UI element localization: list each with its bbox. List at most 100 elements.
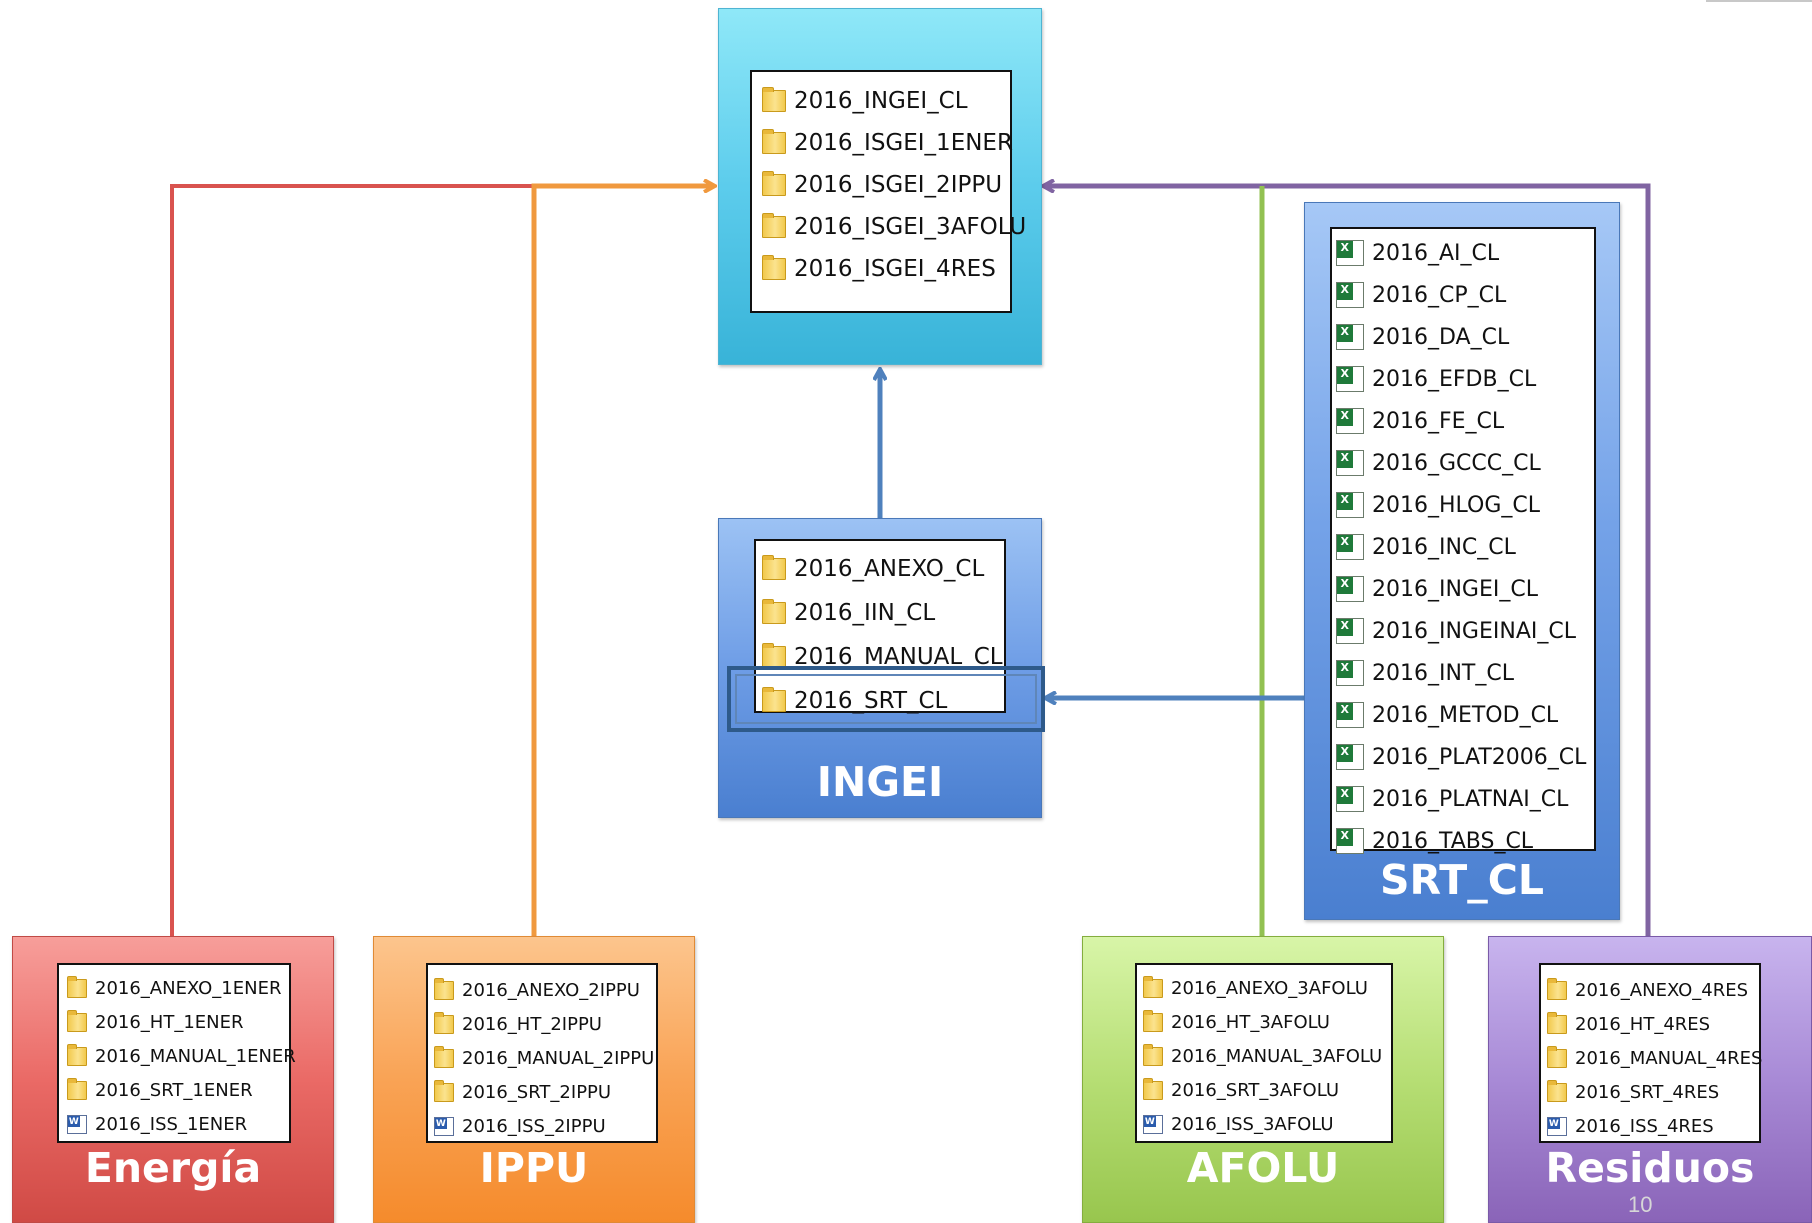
srt-file-item[interactable]: 2016_TABS_CL	[1336, 820, 1594, 862]
folder-icon	[67, 1009, 87, 1032]
folder-icon	[1547, 1045, 1567, 1068]
ippu-connector	[531, 186, 714, 936]
residuos-file-label: 2016_ANEXO_4RES	[1575, 979, 1749, 1001]
afolu-file-item[interactable]: 2016_ANEXO_3AFOLU	[1143, 971, 1391, 1005]
residuos-connector	[1044, 186, 1651, 936]
afolu-file-panel: 2016_ANEXO_3AFOLU 2016_HT_3AFOLU 2016_MANU…	[1135, 963, 1393, 1143]
residuos-file-item[interactable]: 2016_HT_4RES	[1547, 1007, 1759, 1041]
energia-file-item[interactable]: 2016_MANUAL_1ENER	[67, 1039, 296, 1073]
afolu-file-label: 2016_ISS_3AFOLU	[1171, 1113, 1334, 1135]
srt-file-panel: 2016_AI_CL 2016_CP_CL 2016_DA_CL 2016_EFDB_…	[1330, 227, 1596, 854]
folder-icon	[434, 1079, 454, 1102]
top-file-item[interactable]: 2016_ISGEI_1ENER	[762, 122, 1013, 164]
top-file-item[interactable]: 2016_INGEI_CL	[762, 80, 1010, 122]
srt-file-label: 2016_INGEINAI_CL	[1372, 618, 1576, 644]
energia-connector	[170, 184, 700, 936]
srt-file-label: 2016_INC_CL	[1372, 534, 1516, 560]
ingei-file-item[interactable]: 2016_IIN_CL	[762, 591, 1004, 635]
ippu-file-item[interactable]: 2016_ISS_2IPPU	[434, 1109, 656, 1143]
top-file-item[interactable]: 2016_ISGEI_4RES	[762, 248, 1010, 290]
energia-file-label: 2016_ANEXO_1ENER	[95, 977, 282, 999]
ingei-file-item[interactable]: 2016_MANUAL_CL	[762, 635, 1004, 679]
srt-file-label: 2016_GCCC_CL	[1372, 450, 1541, 476]
srt-file-item[interactable]: 2016_INGEI_CL	[1336, 568, 1594, 610]
srt-file-label: 2016_EFDB_CL	[1372, 366, 1537, 392]
srt-file-label: 2016_INGEI_CL	[1372, 576, 1538, 602]
energia-file-item[interactable]: 2016_SRT_1ENER	[67, 1073, 289, 1107]
afolu-file-item[interactable]: 2016_SRT_3AFOLU	[1143, 1073, 1391, 1107]
srt-box: 2016_AI_CL 2016_CP_CL 2016_DA_CL 2016_EFDB_…	[1304, 202, 1620, 920]
srt-file-item[interactable]: 2016_GCCC_CL	[1336, 442, 1594, 484]
afolu-file-item[interactable]: 2016_HT_3AFOLU	[1143, 1005, 1391, 1039]
afolu-file-item[interactable]: 2016_MANUAL_3AFOLU	[1143, 1039, 1391, 1073]
residuos-box: 2016_ANEXO_4RES 2016_HT_4RES 2016_MANUAL_4…	[1488, 936, 1812, 1223]
srt-file-label: 2016_TABS_CL	[1372, 828, 1534, 854]
excel-file-icon	[1336, 786, 1364, 812]
top-file-item[interactable]: 2016_ISGEI_2IPPU	[762, 164, 1010, 206]
energia-file-item[interactable]: 2016_ISS_1ENER	[67, 1107, 289, 1141]
srt-file-label: 2016_CP_CL	[1372, 282, 1507, 308]
excel-file-icon	[1336, 744, 1364, 770]
srt-file-item[interactable]: 2016_EFDB_CL	[1336, 358, 1594, 400]
folder-icon	[67, 975, 87, 998]
ippu-file-item[interactable]: 2016_SRT_2IPPU	[434, 1075, 656, 1109]
ippu-file-item[interactable]: 2016_HT_2IPPU	[434, 1007, 656, 1041]
folder-icon	[762, 87, 786, 112]
ingei-file-item[interactable]: 2016_ANEXO_CL	[762, 547, 1004, 591]
energia-file-label: 2016_HT_1ENER	[95, 1011, 244, 1033]
energia-file-item[interactable]: 2016_ANEXO_1ENER	[67, 971, 289, 1005]
residuos-file-item[interactable]: 2016_ISS_4RES	[1547, 1109, 1759, 1143]
srt-file-item[interactable]: 2016_PLAT2006_CL	[1336, 736, 1594, 778]
srt-file-label: 2016_INT_CL	[1372, 660, 1514, 686]
srt-file-item[interactable]: 2016_CP_CL	[1336, 274, 1594, 316]
afolu-file-label: 2016_MANUAL_3AFOLU	[1171, 1045, 1383, 1067]
folder-icon	[762, 687, 786, 712]
ingei-file-item[interactable]: 2016_SRT_CL	[762, 679, 1004, 723]
folder-icon	[762, 555, 786, 580]
srt-title: SRT_CL	[1380, 856, 1544, 904]
folder-icon	[762, 255, 786, 280]
residuos-file-item[interactable]: 2016_ANEXO_4RES	[1547, 973, 1759, 1007]
srt-file-label: 2016_FE_CL	[1372, 408, 1505, 434]
ippu-file-label: 2016_ANEXO_2IPPU	[462, 979, 640, 1001]
srt-file-item[interactable]: 2016_METOD_CL	[1336, 694, 1594, 736]
top-file-item[interactable]: 2016_ISGEI_3AFOLU	[762, 206, 1026, 248]
srt-file-item[interactable]: 2016_FE_CL	[1336, 400, 1594, 442]
ippu-file-item[interactable]: 2016_ANEXO_2IPPU	[434, 973, 656, 1007]
excel-file-icon	[1336, 534, 1364, 560]
energia-file-item[interactable]: 2016_HT_1ENER	[67, 1005, 289, 1039]
srt-file-item[interactable]: 2016_PLATNAI_CL	[1336, 778, 1594, 820]
afolu-file-label: 2016_ANEXO_3AFOLU	[1171, 977, 1368, 999]
residuos-file-label: 2016_MANUAL_4RES	[1575, 1047, 1763, 1069]
energia-file-panel: 2016_ANEXO_1ENER 2016_HT_1ENER 2016_MANUAL…	[57, 963, 296, 1143]
srt-file-item[interactable]: 2016_AI_CL	[1336, 232, 1594, 274]
residuos-file-item[interactable]: 2016_SRT_4RES	[1547, 1075, 1759, 1109]
srt-file-item[interactable]: 2016_INGEINAI_CL	[1336, 610, 1594, 652]
afolu-file-item[interactable]: 2016_ISS_3AFOLU	[1143, 1107, 1391, 1141]
folder-icon	[1143, 1077, 1163, 1100]
folder-icon	[67, 1077, 87, 1100]
top-file-label: 2016_ISGEI_3AFOLU	[794, 214, 1027, 240]
srt-file-label: 2016_AI_CL	[1372, 240, 1500, 266]
energia-file-label: 2016_ISS_1ENER	[95, 1113, 248, 1135]
folder-icon	[434, 977, 454, 1000]
ingei-file-label: 2016_ANEXO_CL	[794, 556, 985, 582]
srt-file-label: 2016_METOD_CL	[1372, 702, 1559, 728]
top-file-label: 2016_ISGEI_2IPPU	[794, 172, 1003, 198]
energia-file-label: 2016_MANUAL_1ENER	[95, 1045, 296, 1067]
srt-file-item[interactable]: 2016_INT_CL	[1336, 652, 1594, 694]
excel-file-icon	[1336, 660, 1364, 686]
srt-file-item[interactable]: 2016_INC_CL	[1336, 526, 1594, 568]
srt-file-label: 2016_DA_CL	[1372, 324, 1510, 350]
excel-file-icon	[1336, 576, 1364, 602]
residuos-file-item[interactable]: 2016_MANUAL_4RES	[1547, 1041, 1763, 1075]
srt-file-item[interactable]: 2016_HLOG_CL	[1336, 484, 1594, 526]
ippu-file-item[interactable]: 2016_MANUAL_2IPPU	[434, 1041, 656, 1075]
folder-icon	[1143, 975, 1163, 998]
folder-icon	[1547, 1079, 1567, 1102]
srt-file-item[interactable]: 2016_DA_CL	[1336, 316, 1594, 358]
